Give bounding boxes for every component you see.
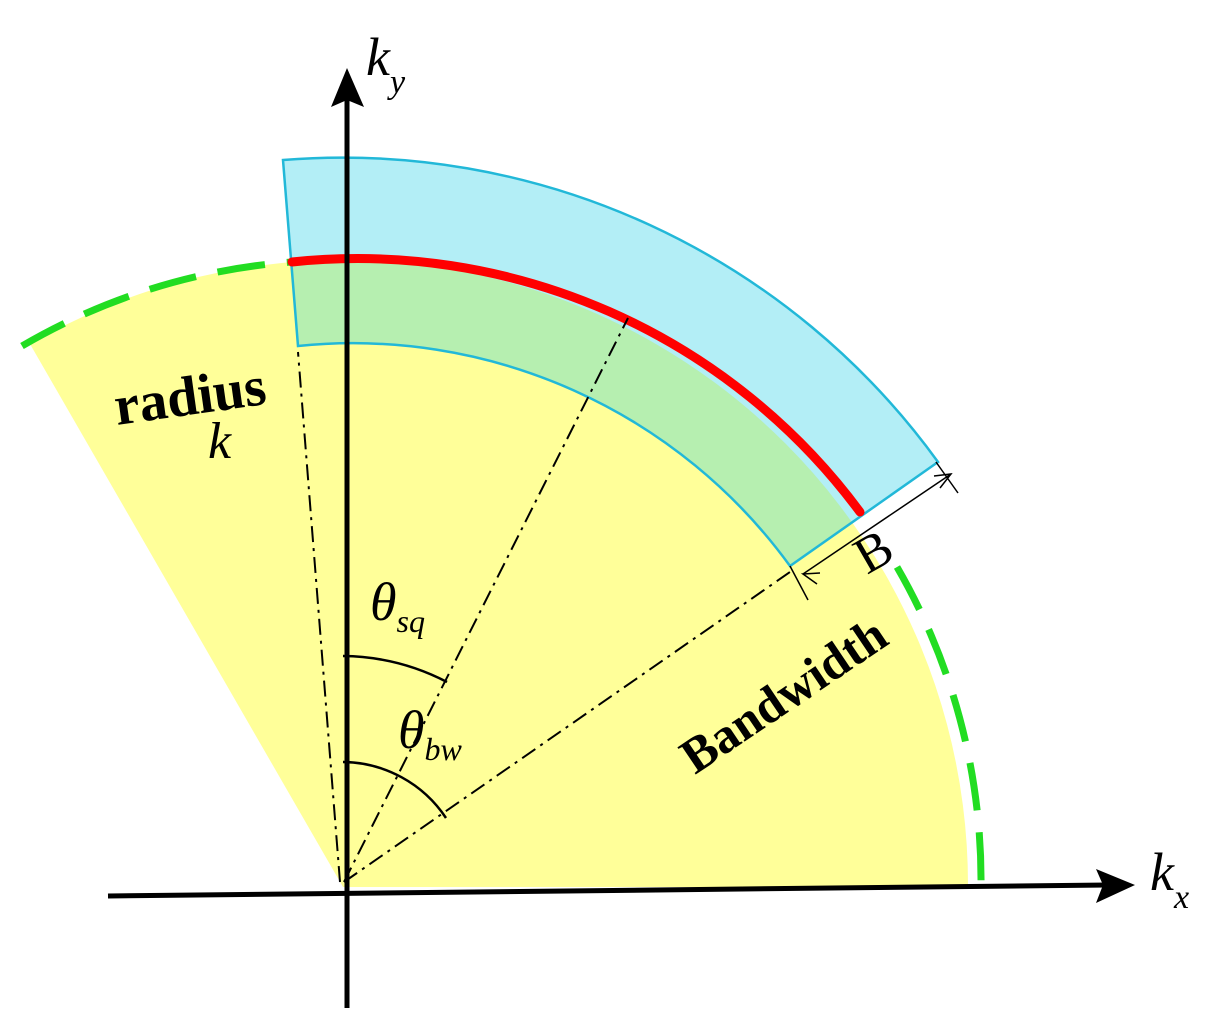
extension-line-lower [789, 565, 809, 601]
bandwidth-dimension [789, 461, 959, 601]
y-axis-arrow-icon [331, 68, 364, 107]
theta-sq-label: θsq [370, 572, 425, 639]
arrow-head [800, 572, 821, 585]
angle-line-center [343, 317, 629, 883]
arrow-head [933, 473, 953, 489]
axes [107, 68, 1135, 1008]
angle-line-left [297, 351, 341, 883]
extension-line-upper [935, 461, 959, 494]
angle-lines [297, 317, 791, 883]
green-dashed-arc-left [20, 258, 293, 350]
dimension-line [802, 473, 952, 575]
red-arc [287, 254, 865, 517]
green-dashed-arc-right [893, 565, 985, 888]
x-axis-arrow-icon [1096, 869, 1135, 903]
green-overlap [283, 259, 938, 566]
radius-k-label: k [208, 413, 232, 470]
angle-line-right [343, 571, 791, 883]
x-axis [107, 882, 1109, 899]
kx-label: kx [1150, 842, 1189, 916]
theta-bw-label: θbw [398, 700, 463, 767]
blue-band-outline [281, 156, 940, 568]
theta-sq-arc [342, 654, 448, 684]
theta-bw-arc [342, 760, 448, 819]
ky-label: ky [366, 27, 406, 101]
